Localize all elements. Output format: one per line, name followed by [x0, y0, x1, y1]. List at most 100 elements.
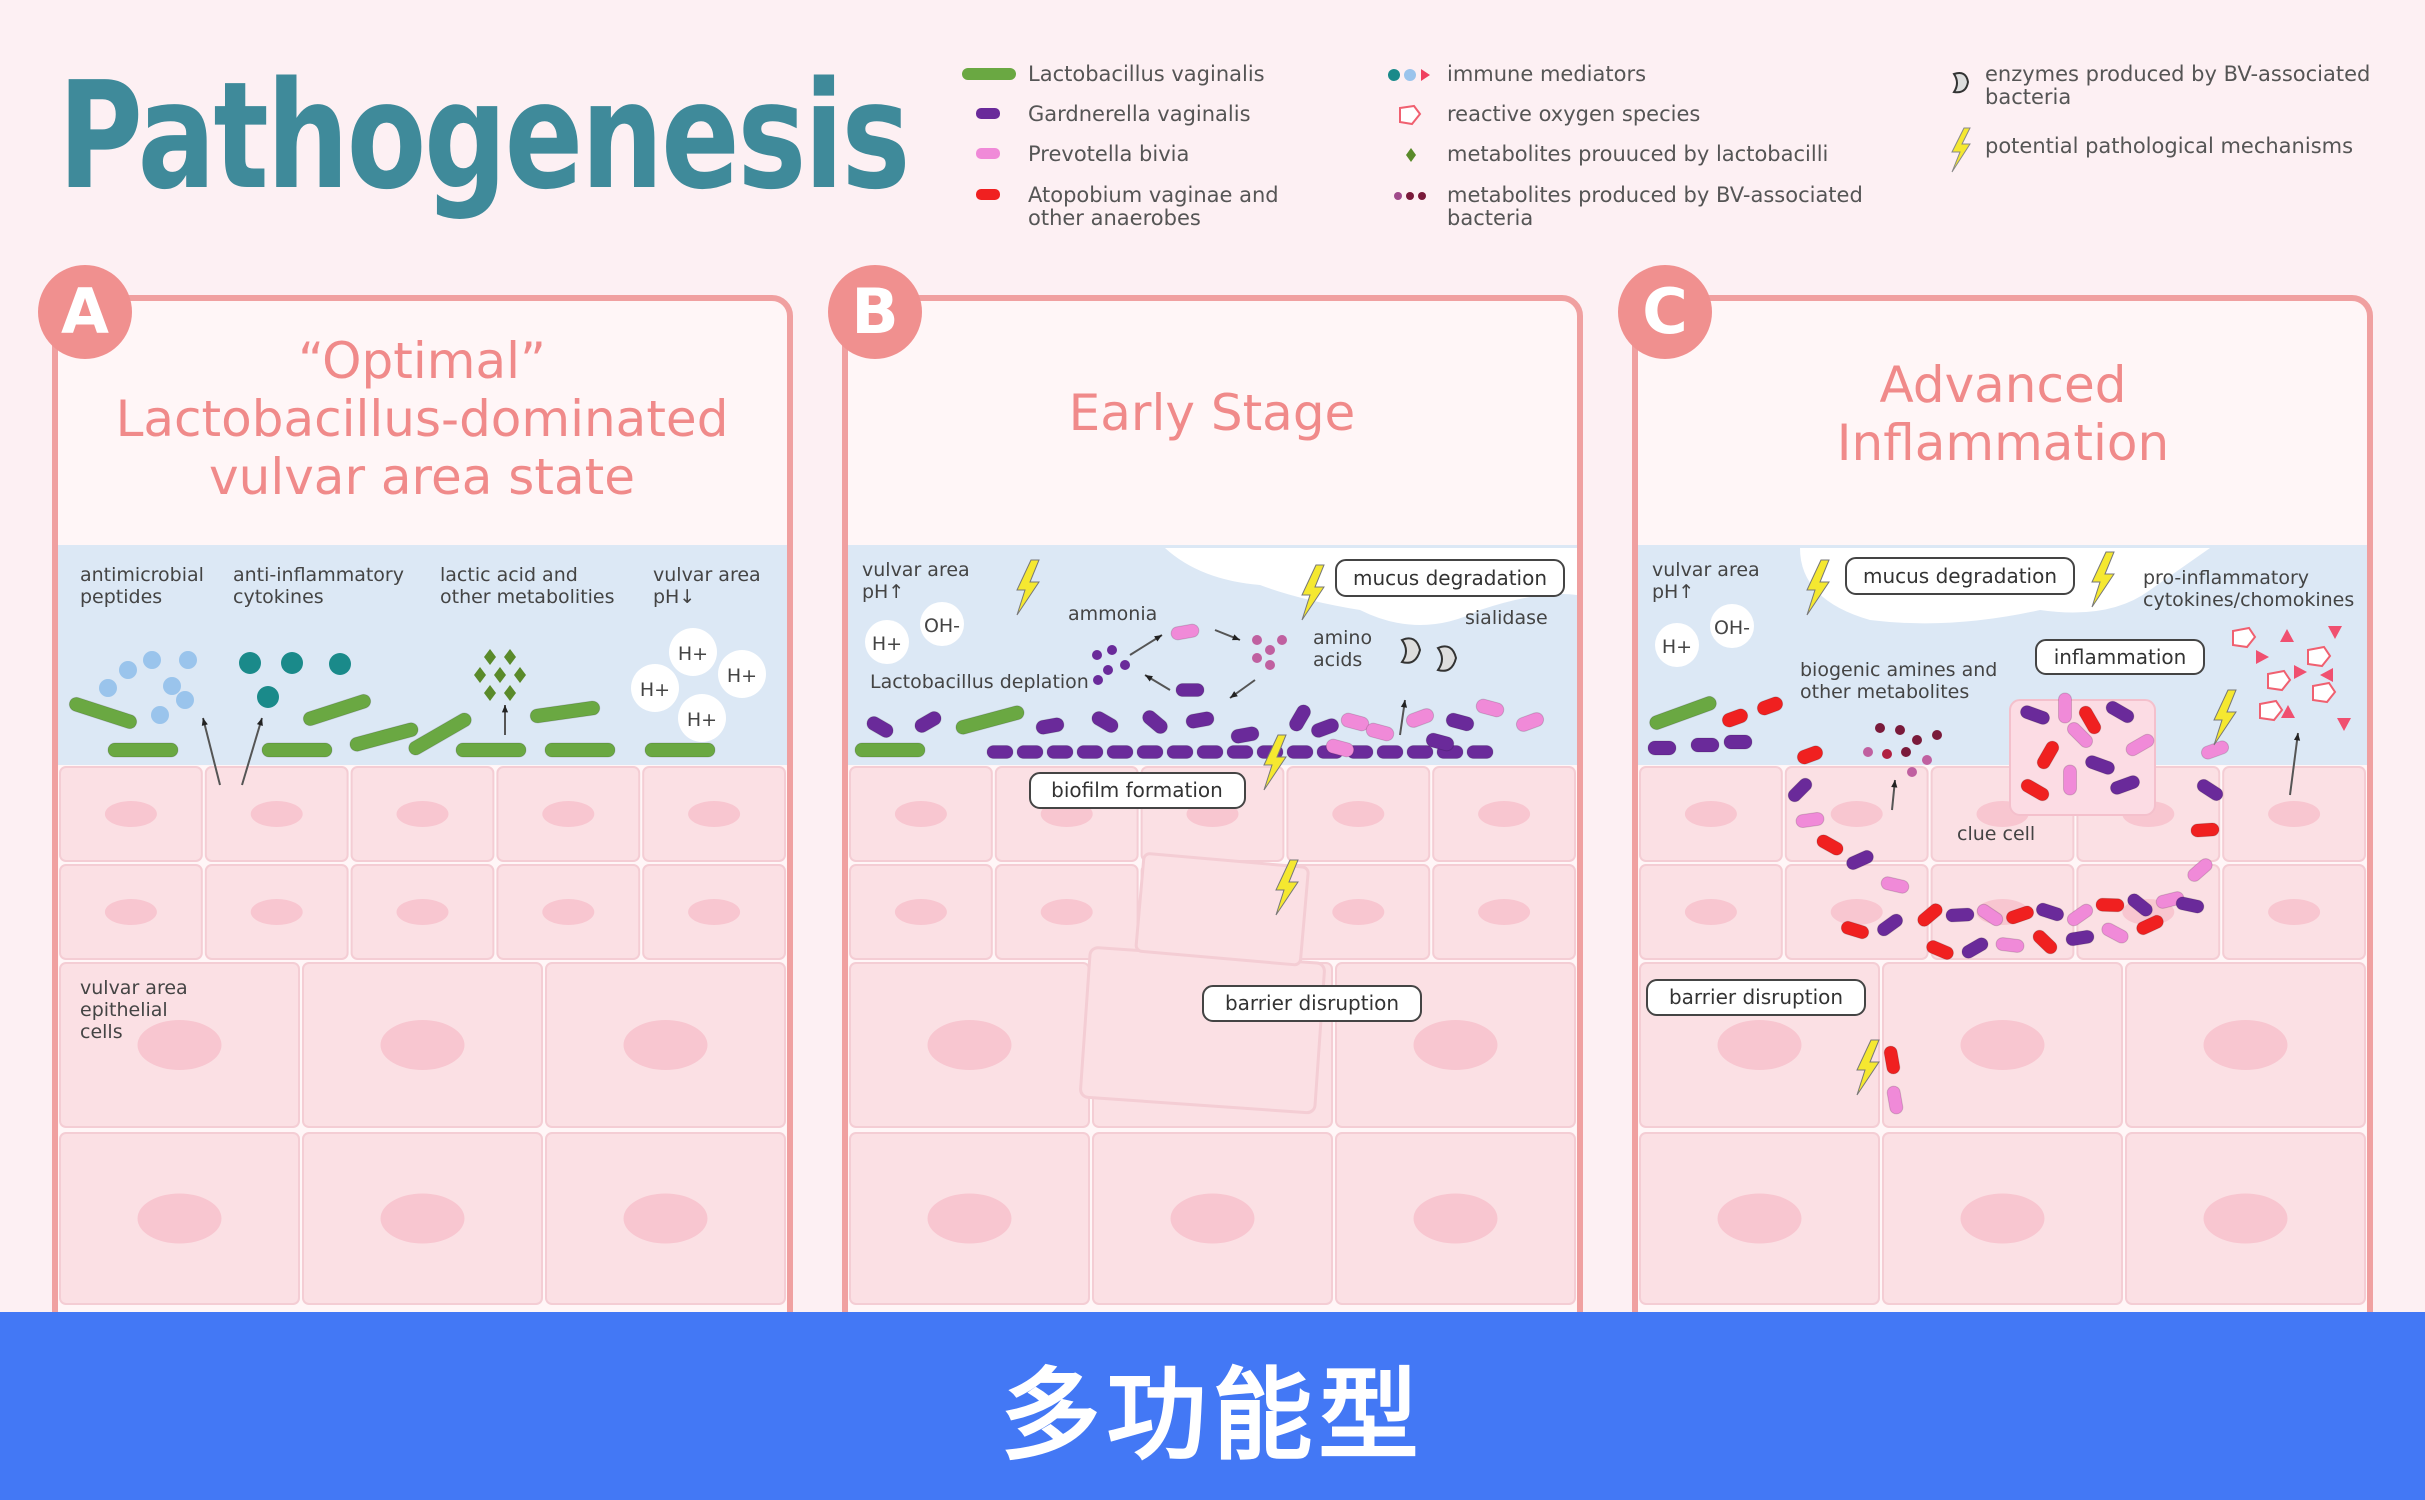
lactic-metabolite: [494, 667, 506, 683]
arrow-head: [501, 705, 509, 713]
ion-label: H+: [1662, 636, 1692, 658]
gardnerella-rod: [1289, 704, 1311, 732]
legend-label: metabolites produced by BV-associated: [1447, 183, 1863, 207]
cell-nucleus: [927, 1193, 1012, 1244]
reactive-oxygen-species-icon: [2307, 645, 2332, 668]
legend-item-gardnerella: Gardnerella vaginalis: [976, 102, 1251, 126]
arrow-head: [1400, 700, 1408, 708]
legend-label: enzymes produced by BV-associated: [1985, 62, 2370, 86]
clue-cell-bacterium: [2110, 775, 2140, 795]
legend-label: potential pathological mechanisms: [1985, 134, 2353, 158]
cell-nucleus: [2268, 899, 2321, 925]
biogenic-amine-dot: [1895, 725, 1905, 735]
callout-label: biofilm formation: [1051, 778, 1223, 802]
label-antimicrobial-peptides: peptides: [80, 586, 162, 608]
lactic-metabolite: [514, 667, 526, 683]
bv-rod: [1995, 937, 2025, 953]
clue-cell-bacterium: [2063, 764, 2077, 796]
cell-nucleus: [1040, 899, 1093, 925]
label-ph: vulvar area: [1652, 559, 1760, 581]
legend-label: bacteria: [1985, 85, 2071, 109]
biofilm-formation-callout: biofilm formation: [1029, 772, 1246, 809]
bv-rod: [2175, 896, 2205, 914]
dark-dots-icon: [1394, 192, 1426, 200]
clue-cell-bacterium: [2036, 740, 2060, 770]
label-lactic-acid: lactic acid and: [440, 564, 578, 586]
cytokine-triangle-icon: [2337, 718, 2351, 731]
cell-nucleus: [1413, 1193, 1498, 1244]
bv-rod: [1961, 937, 1989, 959]
panel-badge-circle: [38, 265, 132, 359]
legend-label: Gardnerella vaginalis: [1028, 102, 1251, 126]
panel-a-optimal-state: [38, 265, 793, 1312]
ion-label: H+: [678, 643, 708, 665]
hydrogen-ions: H+ H+ H+ H+: [631, 628, 766, 742]
label-lactobacillus-depletion: Lactobacillus deplation: [870, 671, 1089, 693]
arrow: [202, 717, 221, 786]
ammonia-dot: [1107, 645, 1117, 655]
label-ph: pH↑: [862, 581, 904, 603]
cell-nucleus: [2203, 1020, 2288, 1070]
biogenic-amine-dot: [1907, 767, 1917, 777]
label-sialidase: sialidase: [1465, 607, 1548, 629]
cell-nucleus: [894, 899, 947, 925]
cell-nucleus: [542, 899, 595, 925]
cell-nucleus: [1684, 899, 1737, 925]
arrow: [241, 717, 263, 786]
arrow-head: [256, 718, 263, 726]
cell-nucleus: [380, 1193, 465, 1244]
bv-rod: [1515, 712, 1545, 732]
cell-nucleus: [1717, 1020, 1802, 1070]
panel-title: “Optimal”: [298, 332, 546, 390]
panel-a-text: A “Optimal” Lactobacillus-dominated vulv…: [61, 275, 766, 1043]
amino-dot: [1277, 635, 1287, 645]
ion-label: H+: [872, 633, 902, 655]
reactive-oxygen-icon: [1399, 104, 1422, 126]
lactobacillus-rod: [529, 700, 601, 724]
cytokine-triangle-icon: [2328, 626, 2342, 639]
antimicrobial-peptide: [99, 679, 117, 697]
cell-nucleus: [542, 801, 595, 827]
lactic-metabolite: [504, 649, 516, 665]
panel-title: vulvar area state: [209, 448, 635, 506]
lactic-metabolite: [474, 667, 486, 683]
reactive-oxygen-species-icon: [2267, 669, 2292, 692]
panel-badge: C: [1642, 275, 1688, 348]
cytokine-triangle-icon: [2294, 665, 2307, 679]
gardnerella-rod: [1185, 711, 1215, 729]
panel-badge-circle: [828, 265, 922, 359]
callout-label: inflammation: [2054, 645, 2187, 669]
bv-rod: [1795, 811, 1825, 829]
bv-rod: [2196, 778, 2224, 802]
gardnerella-rod: [1647, 740, 1677, 756]
bv-rod: [1310, 718, 1340, 738]
prevotella-rod: [1170, 623, 1200, 641]
arrow-head: [2293, 733, 2301, 741]
green-diamond-icon: [1406, 148, 1416, 162]
cell-nucleus: [1830, 801, 1883, 827]
panel-title: Early Stage: [1069, 384, 1356, 442]
bv-rod: [1325, 738, 1355, 758]
cytokine-triangle-icon: [2320, 668, 2333, 682]
arrow-head: [201, 718, 208, 726]
ammonia-dot: [1103, 665, 1113, 675]
label-amino-acids: acids: [1313, 649, 1362, 671]
bv-rod: [1880, 876, 1910, 894]
cell-nucleus: [1960, 1020, 2045, 1070]
bv-rod: [2035, 902, 2065, 922]
label-biogenic-amines: other metabolites: [1800, 681, 1969, 703]
gardnerella-rod: [1166, 745, 1194, 759]
arrow-head: [1154, 635, 1162, 642]
gardnerella-rod: [1723, 734, 1753, 750]
atopobium-rod: [1721, 708, 1749, 728]
cell-nucleus: [1332, 801, 1385, 827]
cell-nucleus: [1332, 899, 1385, 925]
lightning-icon: [1275, 859, 1299, 916]
cell-nucleus: [2203, 1193, 2288, 1244]
legend-label: metabolites prouuced by lactobacilli: [1447, 142, 1828, 166]
cell-nucleus: [396, 899, 449, 925]
label-lactic-acid: other metabolities: [440, 586, 615, 608]
biogenic-amine-dot: [1882, 749, 1892, 759]
lactobacillus-rod: [455, 742, 527, 758]
arrow-head: [1230, 691, 1238, 698]
